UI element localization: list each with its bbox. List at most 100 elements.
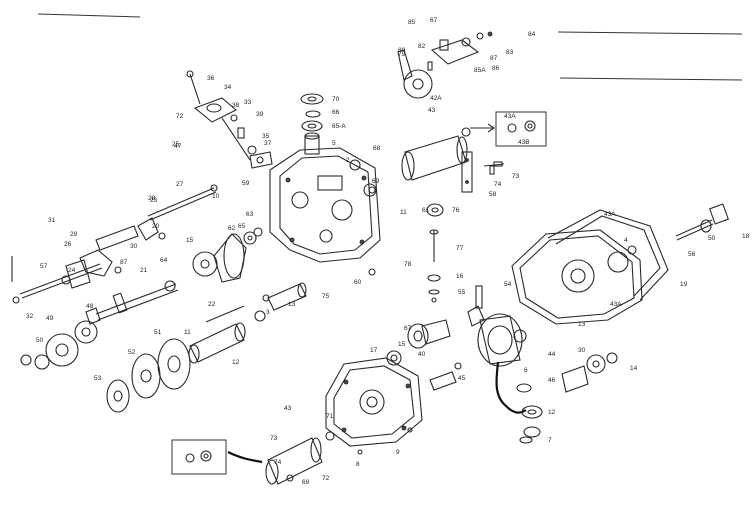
callout-label: 30 <box>130 243 138 250</box>
callout-label: 5 <box>332 140 336 147</box>
axle-bolt-right <box>675 203 730 241</box>
callout-label: 74 <box>274 459 282 466</box>
callout-label: 60 <box>354 279 362 286</box>
callout-label: 30 <box>578 347 586 354</box>
callout-label: 11 <box>400 209 407 216</box>
callout-label: 59 <box>242 180 250 187</box>
callout-label: 36 <box>207 75 215 82</box>
left-marker <box>11 256 20 304</box>
callout-label: 73 <box>270 435 278 442</box>
gear-51 <box>131 353 161 399</box>
callout-label: 56 <box>688 251 696 258</box>
callout-label: 49 <box>46 315 54 322</box>
shift-shaft <box>137 184 218 241</box>
spline-gear-14 <box>407 319 451 349</box>
callout-label: 33 <box>244 99 252 106</box>
callout-label: 19 <box>680 281 688 288</box>
callout-label: 65 <box>238 223 246 230</box>
callout-label: 15 <box>186 237 194 244</box>
callout-label: 52 <box>128 349 136 356</box>
callout-label: 43A <box>504 113 516 120</box>
callout-label: 14 <box>630 365 638 372</box>
callout-label: 46 <box>548 377 556 384</box>
gear-50 <box>157 338 191 390</box>
callout-label: 55 <box>458 289 466 296</box>
lower-housing <box>325 357 423 447</box>
ring-stack <box>300 93 324 155</box>
callout-label: 54 <box>504 281 512 288</box>
callout-label: 48 <box>86 303 94 310</box>
callout-label: 77 <box>456 245 464 252</box>
callout-label: 20 <box>152 223 160 230</box>
callout-label: 40 <box>418 351 426 358</box>
callout-label: 69 <box>372 178 380 185</box>
header-rule-left <box>37 13 141 18</box>
callout-label: 21 <box>140 267 148 274</box>
callout-label: 15 <box>398 341 406 348</box>
callout-label: 28 <box>148 195 156 202</box>
callout-label: 57 <box>40 263 48 270</box>
callout-label: 29 <box>70 231 78 238</box>
callout-label: 43 <box>428 107 436 114</box>
callout-label: 37 <box>264 140 272 147</box>
callout-label: 68 <box>373 145 381 152</box>
bevel-gear-small <box>426 203 444 295</box>
callout-label: 13 <box>288 301 296 308</box>
callout-label: 45 <box>458 375 466 382</box>
callout-label: 63 <box>246 211 254 218</box>
callout-label: 43A <box>604 211 616 218</box>
callout-label: 70 <box>332 96 340 103</box>
callout-label: 71 <box>326 413 334 420</box>
callout-label: 44 <box>548 351 556 358</box>
callout-label: 17 <box>370 347 378 354</box>
hub-49 <box>20 354 50 370</box>
callout-label: 86 <box>492 65 500 72</box>
callout-label: 75 <box>322 293 330 300</box>
inset-43-box <box>470 111 547 147</box>
callout-label: 43A <box>610 301 622 308</box>
callout-label: 2 <box>346 157 350 164</box>
callout-label: 42A <box>430 95 442 102</box>
callout-label: 87 <box>120 259 128 266</box>
bevel-gear-65 <box>213 227 263 283</box>
spur-gear-16 <box>192 251 218 277</box>
callout-label: 51 <box>154 329 162 336</box>
loose-hardware <box>262 165 495 455</box>
callout-label: 73 <box>512 173 520 180</box>
callout-label: 3 <box>266 309 270 316</box>
callout-label: 82 <box>418 43 426 50</box>
callout-label: 84 <box>528 31 536 38</box>
callout-label: 35 <box>262 133 270 140</box>
callout-label: 31 <box>48 217 56 224</box>
callout-label: 61 <box>422 207 430 214</box>
gear-47 <box>74 320 98 344</box>
callout-label: 58 <box>489 191 497 198</box>
callout-label: 87 <box>490 55 498 62</box>
callout-label: 27 <box>176 181 184 188</box>
callout-label: 6 <box>524 367 528 374</box>
callout-label: 9 <box>396 449 400 456</box>
callout-label: 64 <box>160 257 168 264</box>
callout-label: 67 <box>404 325 412 332</box>
output-shaft <box>188 282 307 364</box>
axle-tube <box>401 127 505 193</box>
sprocket-16 <box>561 352 618 393</box>
callout-label: 11 <box>184 329 191 336</box>
callout-label: 69 <box>302 479 310 486</box>
pulley-stack-right <box>516 383 543 444</box>
brake-lever-assembly <box>397 31 493 99</box>
countershaft <box>85 280 179 325</box>
callout-label: 50 <box>708 235 716 242</box>
header-rule-right-top <box>557 31 743 35</box>
callout-label: 43 <box>284 405 292 412</box>
callout-label: 24 <box>68 267 76 274</box>
callout-label: 34 <box>224 84 232 91</box>
shift-fork-assembly <box>19 225 139 299</box>
callout-label: 23 <box>150 197 158 204</box>
gasket-cover-right <box>511 209 669 325</box>
callout-label: 8 <box>356 461 360 468</box>
callout-label: 72 <box>176 113 184 120</box>
callout-label: 79 <box>398 51 406 58</box>
